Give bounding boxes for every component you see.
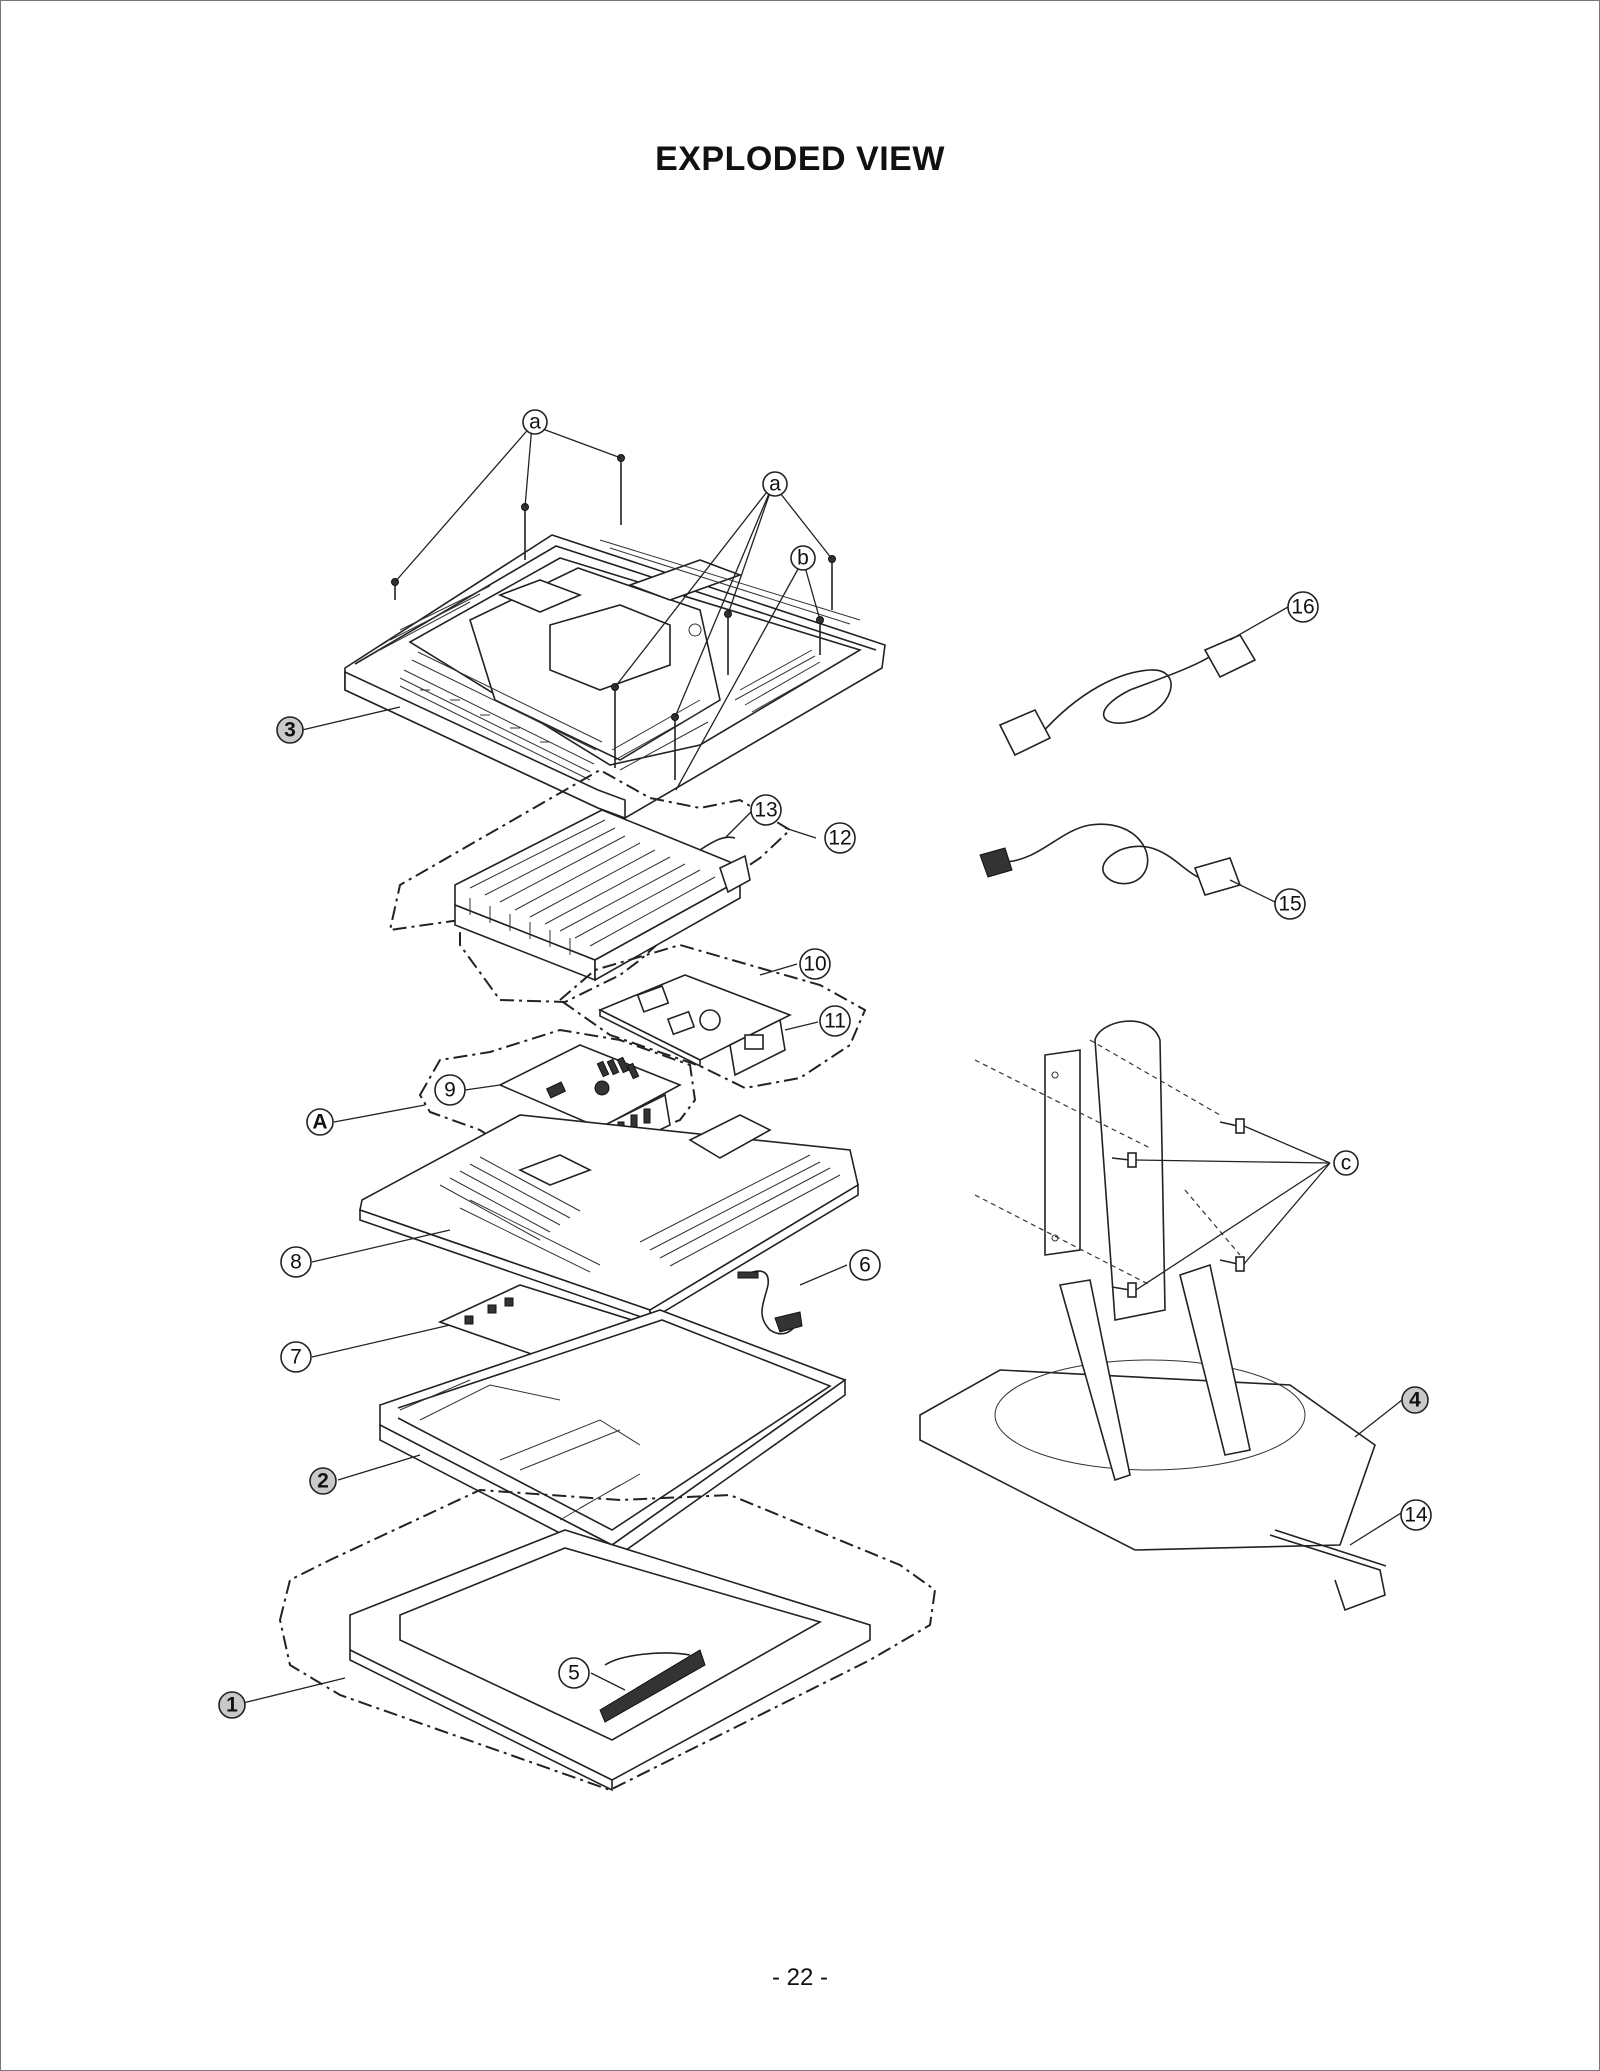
main-shield-part bbox=[388, 768, 792, 1004]
page-title: EXPLODED VIEW bbox=[655, 140, 945, 178]
callout-label: 1 bbox=[226, 1694, 238, 1717]
callout-label: 9 bbox=[444, 1079, 456, 1102]
callout-label: 12 bbox=[828, 827, 851, 850]
callout-label: 2 bbox=[317, 1470, 329, 1493]
callout-13: 13 bbox=[750, 794, 782, 826]
callout-label: 6 bbox=[859, 1254, 871, 1277]
page-number: - 22 - bbox=[771, 1964, 828, 1991]
callout-a-top-right: a bbox=[762, 471, 788, 497]
callout-10: 10 bbox=[799, 948, 831, 980]
callout-label: 16 bbox=[1291, 596, 1314, 619]
stand-part bbox=[919, 1020, 1376, 1551]
callout-label: 7 bbox=[290, 1346, 302, 1369]
callout-label-4: 4 bbox=[1409, 1389, 1421, 1412]
frame-part bbox=[359, 1114, 859, 1322]
leader-lines bbox=[242, 424, 1403, 1704]
callout-2: 2 bbox=[309, 1467, 337, 1495]
callout-label: a bbox=[529, 411, 541, 434]
callout-16: 16 bbox=[1287, 591, 1319, 623]
callout-a-top-left: a bbox=[522, 409, 548, 435]
power-board-part bbox=[558, 943, 867, 1090]
callout-11: 11 bbox=[819, 1005, 851, 1037]
callout-3: 3 bbox=[276, 716, 304, 744]
callout-label: 13 bbox=[754, 799, 777, 822]
back-cover-part bbox=[344, 534, 886, 820]
callout-6: 6 bbox=[849, 1249, 881, 1281]
callout-9: 9 bbox=[434, 1074, 466, 1106]
callout-label: 14 bbox=[1404, 1504, 1428, 1527]
callout-label: c bbox=[1341, 1152, 1352, 1175]
callout-label: 10 bbox=[803, 953, 826, 976]
callout-label: 11 bbox=[824, 1010, 846, 1033]
callout-7: 7 bbox=[280, 1341, 312, 1373]
callout-label: 15 bbox=[1278, 893, 1301, 916]
callout-label: 5 bbox=[568, 1662, 580, 1685]
callout-label: b bbox=[797, 547, 809, 570]
callout-label: 3 bbox=[284, 719, 296, 742]
callout-label: A bbox=[312, 1111, 327, 1134]
callout-14: 14 bbox=[1400, 1499, 1432, 1531]
callout-label: a bbox=[769, 473, 781, 496]
callout-12: 12 bbox=[824, 822, 856, 854]
callout-1: 1 bbox=[218, 1691, 246, 1719]
lcd-module-part bbox=[379, 1309, 847, 1562]
callout-A: A bbox=[306, 1108, 334, 1136]
callout-b: b bbox=[790, 545, 816, 571]
callout-8: 8 bbox=[280, 1246, 312, 1278]
signal-cable-16 bbox=[998, 633, 1257, 757]
hook-part bbox=[1269, 1529, 1387, 1612]
callout-5: 5 bbox=[558, 1657, 590, 1689]
signal-cable-15 bbox=[979, 823, 1242, 896]
cable-part-6 bbox=[737, 1270, 803, 1335]
callout-c: c bbox=[1333, 1150, 1359, 1176]
callout-15: 15 bbox=[1274, 888, 1306, 920]
callout-4: 4 4 bbox=[1401, 1386, 1429, 1414]
front-bezel-part bbox=[278, 1488, 937, 1792]
callout-label: 8 bbox=[290, 1251, 302, 1274]
